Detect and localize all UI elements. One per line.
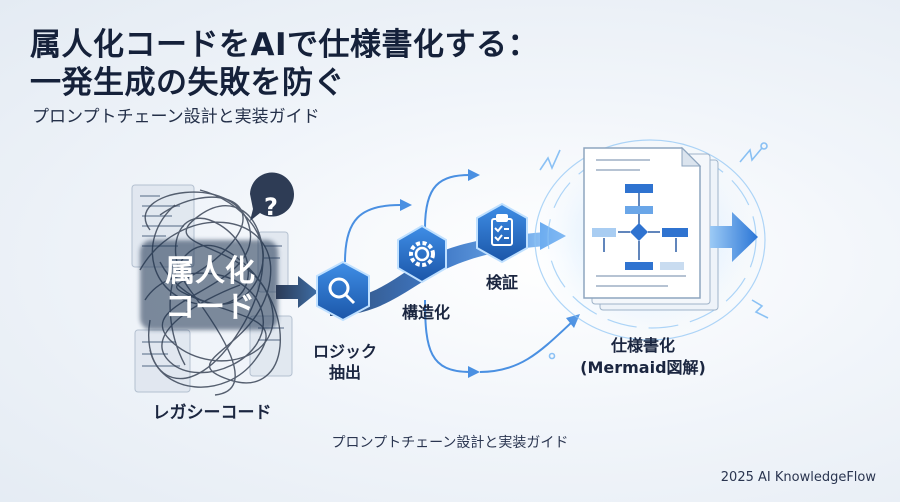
step-extract-label-2: 抽出 [329,363,361,382]
page-title: 属人化コードをAIで仕様書化する： 一発生成の失敗を防ぐ [30,26,539,102]
step-structuring: 構造化 [397,224,450,322]
output-arrow [710,212,758,262]
page-subtitle: プロンプトチェーン設計と実装ガイド [32,107,320,127]
sparkle-lines [539,142,769,360]
step-extract-label-1: ロジック [313,342,377,361]
legacy-to-extract-arrow [276,276,318,308]
clipboard-check-icon [491,214,513,246]
question-bubble: ? [250,172,294,221]
step-logic-extraction: ロジック 抽出 [313,260,377,382]
legacy-main-line-1: 属人化 [165,254,255,289]
flowchart-icon [592,184,688,270]
step-verification: 検証 [476,202,528,292]
connector-arrows [344,169,580,378]
output-label-2: (Mermaid図解) [580,358,706,377]
title-line-2: 一発生成の失敗を防ぐ [30,65,345,101]
legacy-code-cluster: ? 属人化 コード レガシーコード [131,172,318,423]
step-structure-label: 構造化 [402,303,450,322]
spec-document: 仕様書化 (Mermaid図解) [523,130,773,377]
title-line-1: 属人化コードをAIで仕様書化する： [30,27,540,63]
output-label-1: 仕様書化 [610,336,675,355]
gear-icon [409,241,435,267]
diagram-caption: プロンプトチェーン設計と実装ガイド [331,435,569,451]
question-mark-icon: ? [264,193,278,221]
legacy-code-label: レガシーコード [153,403,272,423]
step-verify-label: 検証 [486,273,518,292]
legacy-main-line-2: コード [165,290,255,325]
magnifier-icon [328,277,356,305]
footer-credit: 2025 AI KnowledgeFlow [720,470,876,485]
